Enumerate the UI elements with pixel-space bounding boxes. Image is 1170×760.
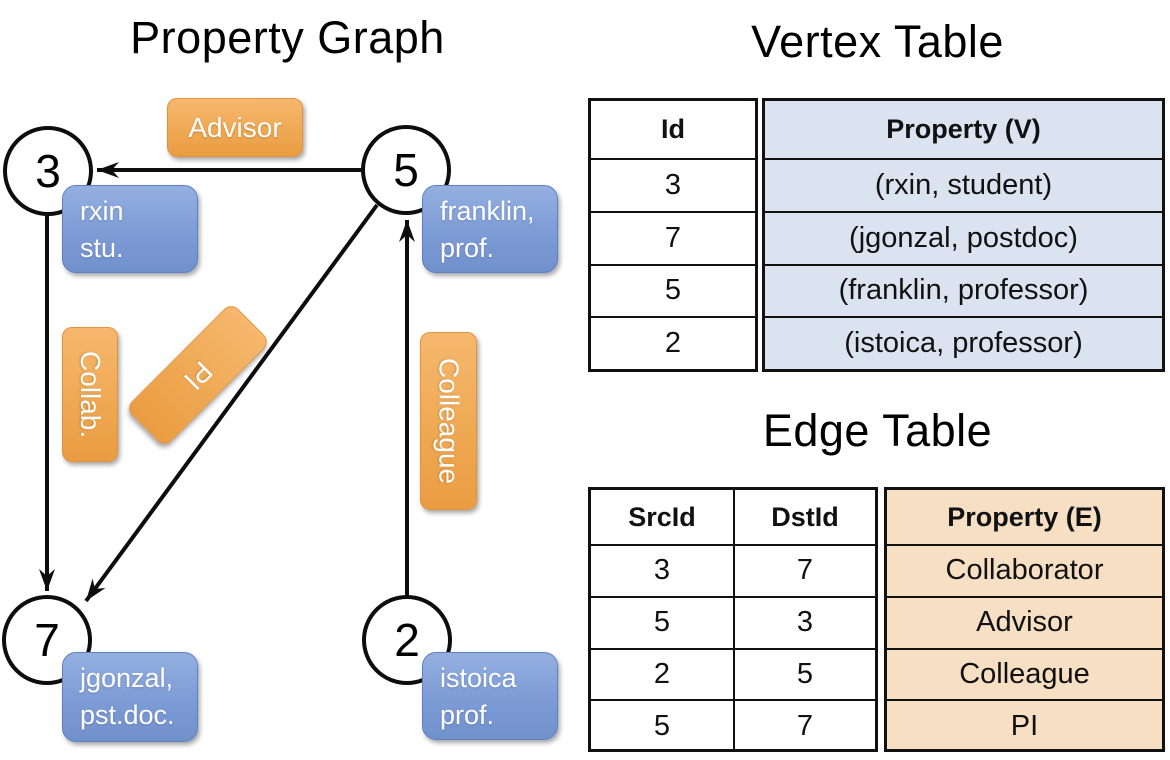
vertex-table-cell: 5 [591,263,755,317]
edge-label-collab: Collab. [62,327,118,462]
edge-table-cell: 7 [733,544,875,596]
vertex-prop-7-line2: pst.doc. [80,700,175,731]
edge-table-cell: 5 [591,699,733,751]
vertex-table-header-id: Id [661,114,685,144]
edge-table-header-srcid: SrcId [628,501,696,532]
vertex-table-property-column: Property (V) (rxin, student) (jgonzal, p… [762,98,1165,372]
vertex-prop-3-line2: stu. [80,233,124,264]
vertex-node-5: 5 [361,125,451,215]
vertex-prop-2-line2: prof. [440,700,495,731]
vertex-prop-3-line1: rxin [80,196,124,226]
vertex-prop-2-line1: istoica [440,663,517,693]
edge-table-header-dstid: DstId [733,490,875,544]
vertex-prop-5-line1: franklin, [440,196,535,226]
edge-table-id-columns: SrcId DstId 3 7 5 3 2 5 5 7 [588,487,878,752]
edge-label-advisor: Advisor [167,98,303,157]
vertex-table-cell: (istoica, professor) [765,316,1162,369]
vertex-table-cell: 2 [591,316,755,369]
vertex-table-cell: (franklin, professor) [765,263,1162,317]
edge-table-title: Edge Table [762,405,993,456]
vertex-prop-box-5: franklin, prof. [422,185,558,273]
vertex-table-cell: (jgonzal, postdoc) [765,210,1162,264]
vertex-prop-5-line2: prof. [440,233,495,264]
graph-edges [39,162,415,604]
vertex-table-id-column: Id 3 7 5 2 [588,98,758,372]
vertex-table-header-property: Property (V) [886,114,1041,144]
edge-table-header-property: Property (E) [947,501,1102,532]
edge-table-cell: 5 [733,647,875,700]
edge-table-cell: 5 [591,595,733,648]
edge-table-cell: 7 [733,699,875,752]
edge-table-cell: PI [887,699,1162,751]
edge-table-cell: Colleague [887,647,1162,700]
vertex-node-3-id: 3 [35,145,61,197]
vertex-prop-box-3: rxin stu. [62,185,198,273]
vertex-table-cell: 7 [591,210,755,264]
edge-table-property-column: Property (E) Collaborator Advisor Collea… [884,487,1165,752]
vertex-node-7-id: 7 [34,614,60,666]
vertex-node-5-id: 5 [393,144,419,196]
edge-table-cell: Advisor [887,595,1162,648]
vertex-table-cell: (rxin, student) [765,158,1162,211]
edge-pi-5-to-7 [84,203,379,603]
edge-table-cell: 3 [733,595,875,648]
vertex-node-2-id: 2 [394,614,420,666]
edge-table-cell: Collaborator [887,544,1162,596]
vertex-node-2: 2 [362,595,452,685]
vertex-prop-box-7: jgonzal, pst.doc. [62,652,198,742]
graph-title: Property Graph [130,12,445,63]
edge-table-cell: 2 [591,647,733,700]
vertex-prop-7-line1: jgonzal, [80,663,174,693]
vertex-prop-box-2: istoica prof. [422,652,558,740]
edge-label-colleague: Colleague [420,332,477,510]
vertex-table-title: Vertex Table [751,16,1004,67]
edge-table-cell: 3 [591,544,733,596]
vertex-table-cell: 3 [591,158,755,211]
